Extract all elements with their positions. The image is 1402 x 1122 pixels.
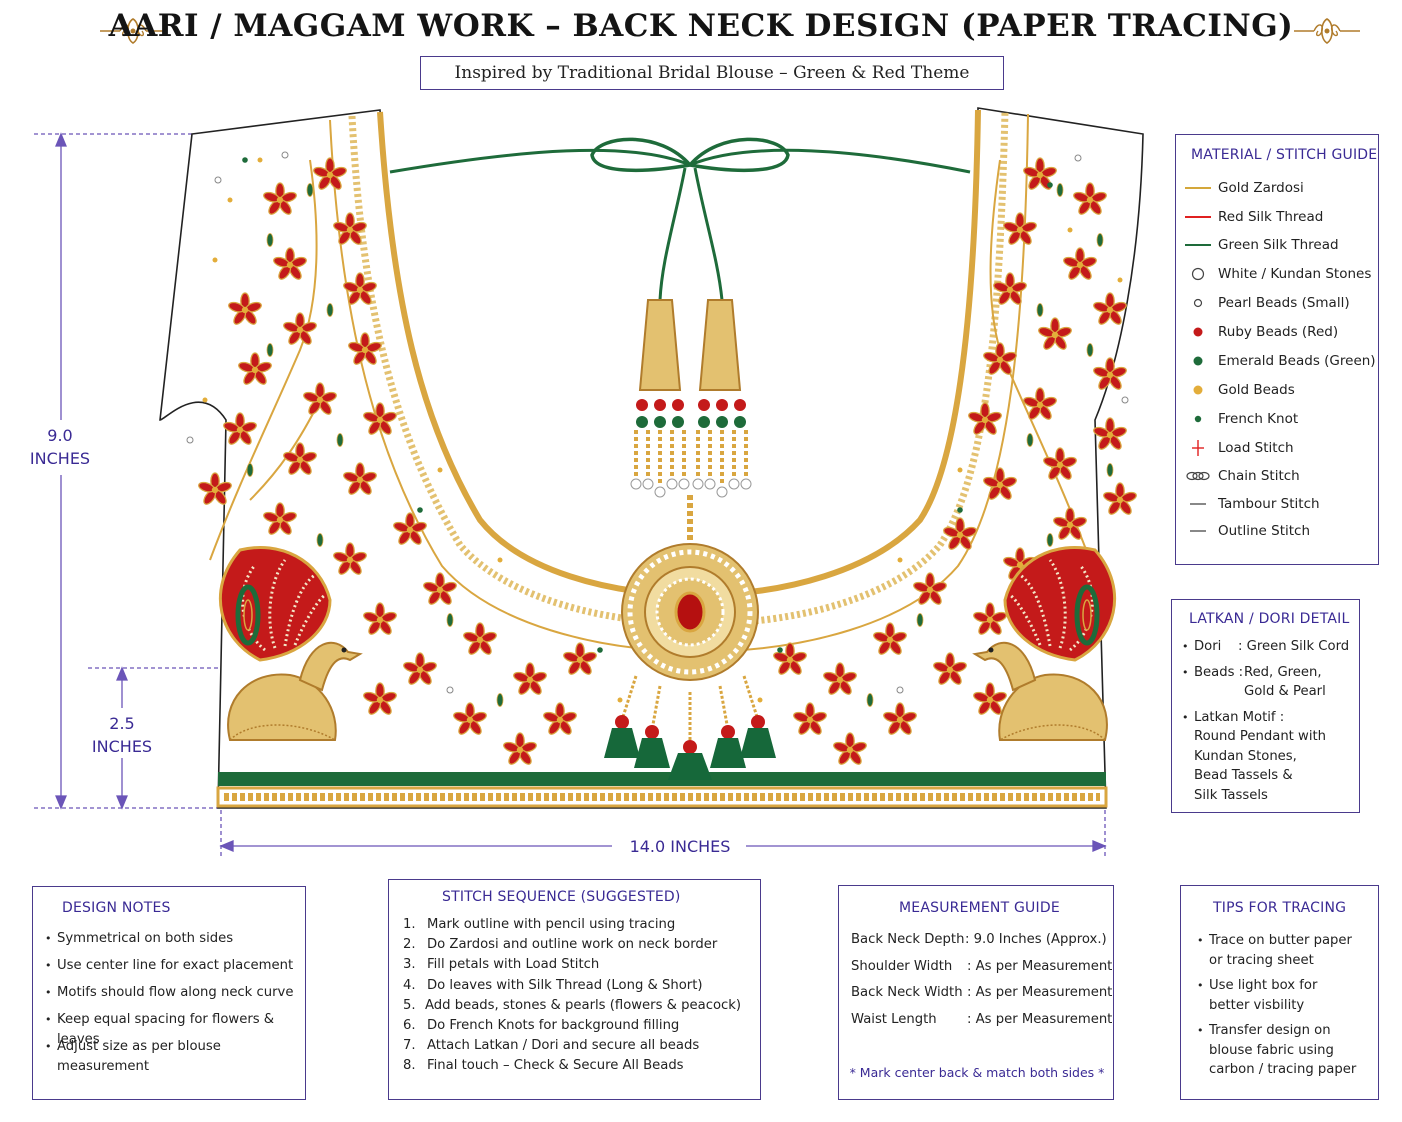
motif-label: Latkan Motif : [1182, 708, 1358, 728]
list-item: 7.Attach Latkan / Dori and secure all be… [403, 1038, 700, 1054]
table-row: Waist Length: As per Measurement [851, 1012, 1113, 1028]
height-unit: INCHES [29, 449, 91, 468]
legend-chain-stitch: Chain Stitch [1178, 466, 1300, 486]
legend-pearl-beads: Pearl Beads (Small) [1178, 293, 1350, 313]
legend-emerald-beads: Emerald Beads (Green) [1178, 351, 1376, 371]
list-item: 1.Mark outline with pencil using tracing [403, 917, 676, 932]
red-line-icon [1185, 216, 1211, 218]
legend-gold-beads: Gold Beads [1178, 380, 1295, 400]
list-item: 5.Add beads, stones & pearls (flowers & … [403, 997, 742, 1013]
list-item: Adjust size as per blouse measurement [45, 1037, 307, 1074]
beads-line-2: Gold & Pearl [1244, 684, 1326, 699]
ruby-bead-icon [1193, 327, 1203, 337]
load-stitch-icon [1192, 440, 1204, 456]
tips-for-tracing-panel: TIPS FOR TRACING Trace on butter paperor… [1180, 885, 1379, 1100]
list-item: 2.Do Zardosi and outline work on neck bo… [403, 937, 718, 953]
height-value: 9.0 [47, 426, 73, 445]
list-item: Use center line for exact placement [45, 956, 307, 983]
legend-tambour-stitch: Tambour Stitch [1178, 494, 1320, 514]
legend-gold-zardosi: Gold Zardosi [1178, 178, 1304, 198]
left-ornament-icon [100, 18, 166, 44]
height-dimension-label: 9.0 INCHES [20, 424, 100, 470]
list-item: Keep equal spacing for flowers & leaves [45, 1010, 307, 1047]
table-row: Back Neck Depth: 9.0 Inches (Approx.) [851, 932, 1107, 947]
design-notes-list: Symmetrical on both sides Use center lin… [45, 929, 307, 1074]
measurement-note: * Mark center back & match both sides * [849, 1065, 1105, 1080]
stitch-sequence-list: 1.Mark outline with pencil using tracing… [403, 915, 759, 1077]
measurement-guide-panel: MEASUREMENT GUIDE Back Neck Depth: 9.0 I… [838, 885, 1114, 1100]
tambour-line-icon [1190, 503, 1206, 505]
stitch-sequence-title: STITCH SEQUENCE (SUGGESTED) [442, 889, 681, 905]
green-line-icon [1185, 244, 1211, 246]
legend-load-stitch: Load Stitch [1178, 438, 1294, 458]
gold-bead-icon [1193, 385, 1203, 395]
table-row: Shoulder Width: As per Measurement [851, 958, 1113, 974]
motif-line-4: Silk Tassels [1194, 787, 1268, 803]
legend-kundan-stones: White / Kundan Stones [1178, 264, 1371, 284]
measurement-table: Back Neck Depth: 9.0 Inches (Approx.) Sh… [851, 930, 1113, 1037]
french-knot-icon [1194, 415, 1202, 423]
latkan-title: LATKAN / DORI DETAIL [1189, 611, 1350, 627]
design-notes-panel: DESIGN NOTES Symmetrical on both sides U… [32, 886, 306, 1100]
material-stitch-guide-panel: MATERIAL / STITCH GUIDE Gold Zardosi Red… [1175, 134, 1379, 565]
outline-line-icon [1190, 530, 1206, 532]
gold-line-icon [1185, 187, 1211, 189]
latkan-details: Dori: Green Silk Cord Beads :Red, Green,… [1182, 637, 1358, 805]
list-item: 8.Final touch – Check & Secure All Beads [403, 1058, 684, 1074]
blouse-back-design [34, 107, 1144, 858]
list-item: 4.Do leaves with Silk Thread (Long & Sho… [403, 977, 703, 993]
legend-red-silk-thread: Red Silk Thread [1178, 207, 1323, 227]
list-item: Motifs should flow along neck curve [45, 983, 307, 1010]
list-item: 6.Do French Knots for background filling [403, 1017, 680, 1033]
legend-french-knot: French Knot [1178, 409, 1298, 429]
latkan-dori-detail-panel: LATKAN / DORI DETAIL Dori: Green Silk Co… [1171, 599, 1360, 813]
pearl-bead-icon [1193, 298, 1203, 308]
page-title: AARI / MAGGAM WORK – BACK NECK DESIGN (P… [108, 8, 1294, 44]
list-item: Symmetrical on both sides [45, 929, 307, 956]
legend-ruby-beads: Ruby Beads (Red) [1178, 322, 1338, 342]
chain-stitch-icon [1186, 471, 1210, 481]
list-item: 3.Fill petals with Load Stitch [403, 957, 600, 973]
motif-line-1: Round Pendant with [1194, 729, 1327, 744]
right-ornament-icon [1294, 18, 1360, 44]
width-dimension-label: 14.0 INCHES [629, 837, 731, 856]
stitch-sequence-panel: STITCH SEQUENCE (SUGGESTED) 1.Mark outli… [388, 879, 761, 1100]
border-unit: INCHES [91, 737, 153, 756]
legend-green-silk-thread: Green Silk Thread [1178, 235, 1339, 255]
beads-line: Beads :Red, Green, [1182, 663, 1358, 683]
design-notes-title: DESIGN NOTES [62, 900, 171, 916]
measurement-guide-title: MEASUREMENT GUIDE [899, 900, 1060, 916]
subtitle-box: Inspired by Traditional Bridal Blouse – … [420, 56, 1004, 90]
kundan-stone-icon [1191, 267, 1205, 281]
border-value: 2.5 [109, 714, 135, 733]
motif-line-3: Bead Tassels & [1194, 768, 1293, 783]
dori-line: Dori: Green Silk Cord [1182, 637, 1358, 657]
material-guide-title: MATERIAL / STITCH GUIDE [1191, 147, 1378, 163]
emerald-bead-icon [1193, 356, 1203, 366]
table-row: Back Neck Width: As per Measurement [851, 985, 1113, 1001]
tips-title: TIPS FOR TRACING [1213, 900, 1347, 916]
legend-outline-stitch: Outline Stitch [1178, 521, 1310, 541]
border-dimension-label: 2.5 INCHES [82, 712, 162, 758]
motif-line-2: Kundan Stones, [1194, 748, 1297, 764]
